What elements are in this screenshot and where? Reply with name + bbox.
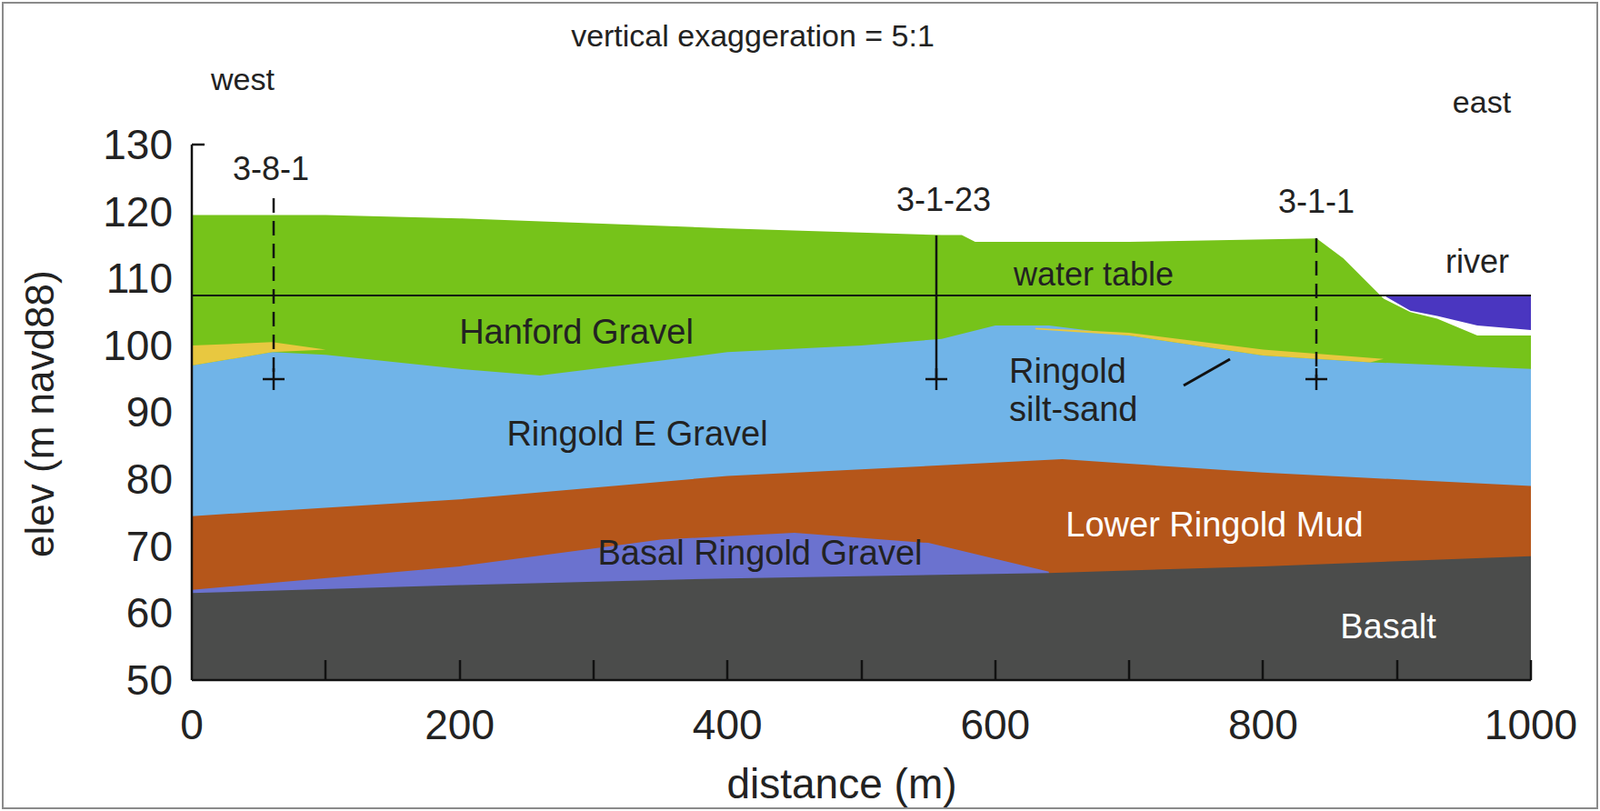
well-bottom-marks [262, 368, 1328, 390]
axis-tick-label: 600 [960, 701, 1030, 749]
layer-label: Basalt [1340, 608, 1437, 647]
layer-label: Hanford Gravel [459, 313, 694, 352]
axis-tick-label: 400 [692, 701, 763, 749]
water-table-line [191, 294, 1531, 297]
layer-label: Lower Ringold Mud [1065, 506, 1363, 545]
axis-tick-label: 80 [126, 456, 173, 503]
layer-label: Basal Ringold Gravel [598, 534, 923, 573]
axis-tick-label: 90 [126, 389, 173, 436]
layer-label: Ringold silt-sand [1009, 352, 1182, 430]
leader-line [1183, 359, 1230, 386]
well-line [272, 198, 276, 380]
line-label: water table [1013, 256, 1174, 293]
axis-tick-label: 200 [424, 701, 495, 749]
well-label: 3-1-23 [896, 181, 991, 219]
basalt [191, 556, 1531, 680]
well-label: 3-1-1 [1278, 183, 1355, 220]
axis-tick-label: 120 [102, 189, 173, 236]
silt-sand-lens [191, 341, 326, 366]
axis-tick-label: 60 [126, 590, 173, 637]
axis-title: elev (m navd88) [18, 270, 62, 557]
well-line [1315, 238, 1319, 380]
hanford-gravel [191, 214, 1531, 680]
axis-tick-label: 0 [180, 701, 204, 749]
axis-tick-label: 800 [1228, 701, 1299, 749]
axis-title: distance (m) [726, 760, 957, 808]
feature-label: river [1445, 243, 1510, 280]
well-line [935, 235, 939, 380]
direction-label: west [210, 62, 275, 97]
direction-label: east [1452, 85, 1511, 120]
axis-tick-label: 50 [126, 657, 173, 704]
axes [191, 144, 1531, 680]
axis-tick-label: 130 [102, 121, 173, 169]
axis-tick-label: 100 [102, 322, 173, 370]
lower-ringold-mud [191, 459, 1531, 680]
layer-label: Ringold E Gravel [506, 415, 768, 454]
axis-tick-label: 70 [126, 523, 173, 570]
figure-title: vertical exaggeration = 5:1 [570, 19, 935, 53]
ringold-e-gravel [191, 325, 1531, 680]
well-label: 3-8-1 [232, 150, 310, 188]
axis-tick-label: 110 [106, 255, 173, 302]
axis-tick-label: 1000 [1484, 701, 1578, 749]
river-water [1383, 295, 1531, 330]
